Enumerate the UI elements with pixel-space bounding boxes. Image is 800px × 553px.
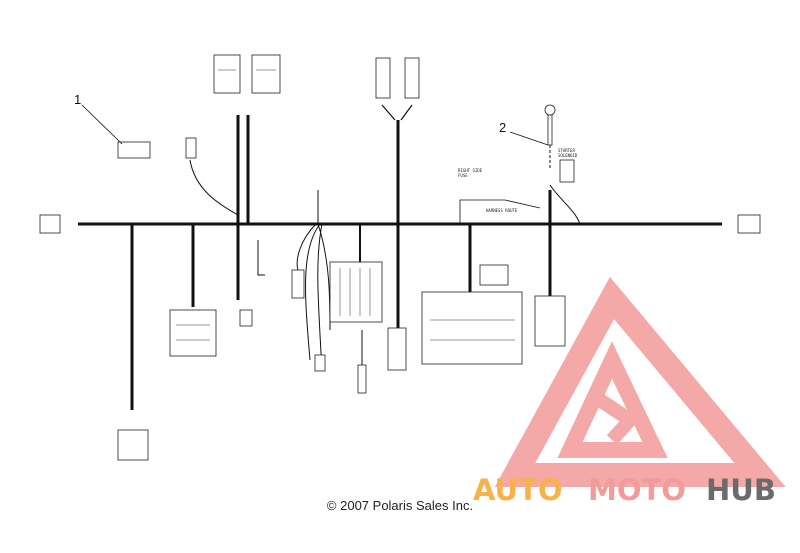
main-harness xyxy=(78,104,722,410)
callout-1: 1 xyxy=(74,92,81,107)
callouts: 1 2 xyxy=(74,92,549,146)
watermark-part1: AUTO xyxy=(473,473,563,507)
connectors xyxy=(39,54,761,461)
svg-text:HARNESS ROUTE: HARNESS ROUTE xyxy=(486,208,518,213)
tiny-labels: STARTER SOLENOID RIGHT SIDE FUSE HARNESS… xyxy=(458,148,578,213)
watermark-part2: MOTO xyxy=(588,473,686,507)
connector-details xyxy=(176,69,515,341)
svg-text:SOLENOID: SOLENOID xyxy=(558,153,578,158)
callout-2: 2 xyxy=(499,120,506,135)
svg-text:FUSE: FUSE xyxy=(458,173,468,178)
svg-text:STARTER: STARTER xyxy=(558,148,575,153)
svg-text:RIGHT SIDE: RIGHT SIDE xyxy=(458,168,483,173)
copyright-notice: © 2007 Polaris Sales Inc. xyxy=(326,498,474,513)
watermark-text: AUTO MOTO HUB xyxy=(473,473,776,507)
watermark-part3: HUB xyxy=(706,473,776,507)
watermark-logo xyxy=(494,276,786,487)
